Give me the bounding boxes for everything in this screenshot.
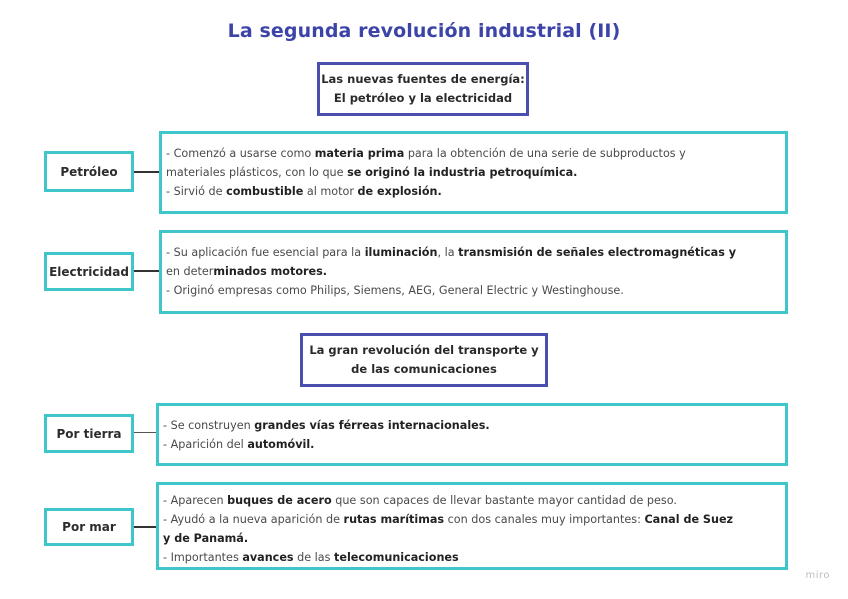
node-petroleo-label: Petróleo [60, 164, 118, 179]
bold-text: materia prima [314, 147, 405, 160]
bold-text: rutas marítimas [343, 513, 445, 526]
energy-header-line-2: El petróleo y la electricidad [333, 91, 513, 105]
node-por-tierra[interactable]: Por tierra [44, 414, 134, 453]
content-petroleo[interactable]: - Comenzó a usarse como materia prima pa… [159, 131, 788, 214]
content-line: - Originó empresas como Philips, Siemens… [166, 281, 779, 300]
node-por-tierra-label: Por tierra [56, 426, 122, 441]
text: con dos canales muy importantes: [444, 513, 645, 526]
transport-section-header[interactable]: La gran revolución del transporte y de l… [300, 333, 548, 387]
content-por-mar[interactable]: - Aparecen buques de acero que son capac… [156, 482, 788, 570]
energy-section-header[interactable]: Las nuevas fuentes de energía: El petról… [317, 62, 529, 116]
bold-text: minados motores. [213, 265, 328, 278]
text: - Su aplicación fue esencial para la [166, 246, 365, 259]
text: - Se construyen [163, 419, 255, 432]
text: - Comenzó a usarse como [166, 147, 315, 160]
node-electricidad-label: Electricidad [49, 264, 129, 279]
bold-text: transmisión de señales electromagnéticas… [458, 246, 737, 259]
text: al motor [303, 185, 358, 198]
text: materiales plásticos, con lo que [166, 166, 348, 179]
content-electricidad[interactable]: - Su aplicación fue esencial para la ilu… [159, 230, 788, 314]
connector-por-tierra [134, 432, 157, 433]
content-line: - Sirvió de combustible al motor de expl… [166, 182, 779, 201]
bold-text: buques de acero [227, 494, 332, 507]
bold-text: automóvil. [247, 438, 315, 451]
text: - Sirvió de [166, 185, 227, 198]
node-petroleo[interactable]: Petróleo [44, 151, 134, 192]
bold-text: avances [242, 551, 294, 564]
text: - Originó empresas como Philips, Siemens… [166, 284, 624, 297]
bold-text: se originó la industria petroquímica. [347, 166, 578, 179]
node-electricidad[interactable]: Electricidad [44, 252, 134, 291]
text: que son capaces de llevar bastante mayor… [331, 494, 677, 507]
bold-text: combustible [226, 185, 304, 198]
bold-text: de explosión. [357, 185, 442, 198]
transport-header-line-2: de las comunicaciones [351, 362, 497, 376]
page-title: La segunda revolución industrial (II) [227, 20, 621, 42]
text: - Aparecen [163, 494, 228, 507]
connector-electricidad [134, 270, 160, 272]
text: - Ayudó a la nueva aparición de [163, 513, 344, 526]
content-line: en determinados motores. [166, 262, 779, 281]
text: - Importantes [163, 551, 243, 564]
bold-text: grandes vías férreas internacionales. [254, 419, 490, 432]
bold-text: telecomunicaciones [334, 551, 459, 564]
transport-header-line-1: La gran revolución del transporte y [309, 343, 539, 357]
text: , la [437, 246, 459, 259]
text: para la obtención de una serie de subpro… [404, 147, 686, 160]
miro-watermark: miro [805, 570, 830, 581]
content-line: - Importantes avances de las telecomunic… [163, 548, 779, 567]
content-line: - Se construyen grandes vías férreas int… [163, 416, 779, 435]
content-line: - Aparecen buques de acero que son capac… [163, 491, 779, 510]
connector-petroleo [134, 171, 160, 173]
bold-text: y de Panamá. [163, 532, 249, 545]
text: - Aparición del [163, 438, 248, 451]
bold-text: iluminación [364, 246, 438, 259]
bold-text: Canal de Suez [644, 513, 734, 526]
content-line: materiales plásticos, con lo que se orig… [166, 163, 779, 182]
text: de las [293, 551, 335, 564]
text: en deter [166, 265, 214, 278]
energy-header-line-1: Las nuevas fuentes de energía: [321, 72, 525, 86]
node-por-mar-label: Por mar [62, 520, 116, 534]
content-line: - Ayudó a la nueva aparición de rutas ma… [163, 510, 779, 529]
connector-por-mar [134, 526, 157, 528]
content-line: - Su aplicación fue esencial para la ilu… [166, 243, 779, 262]
content-por-tierra[interactable]: - Se construyen grandes vías férreas int… [156, 403, 788, 466]
content-line: - Comenzó a usarse como materia prima pa… [166, 144, 779, 163]
node-por-mar[interactable]: Por mar [44, 508, 134, 546]
content-line: y de Panamá. [163, 529, 779, 548]
content-line: - Aparición del automóvil. [163, 435, 779, 454]
